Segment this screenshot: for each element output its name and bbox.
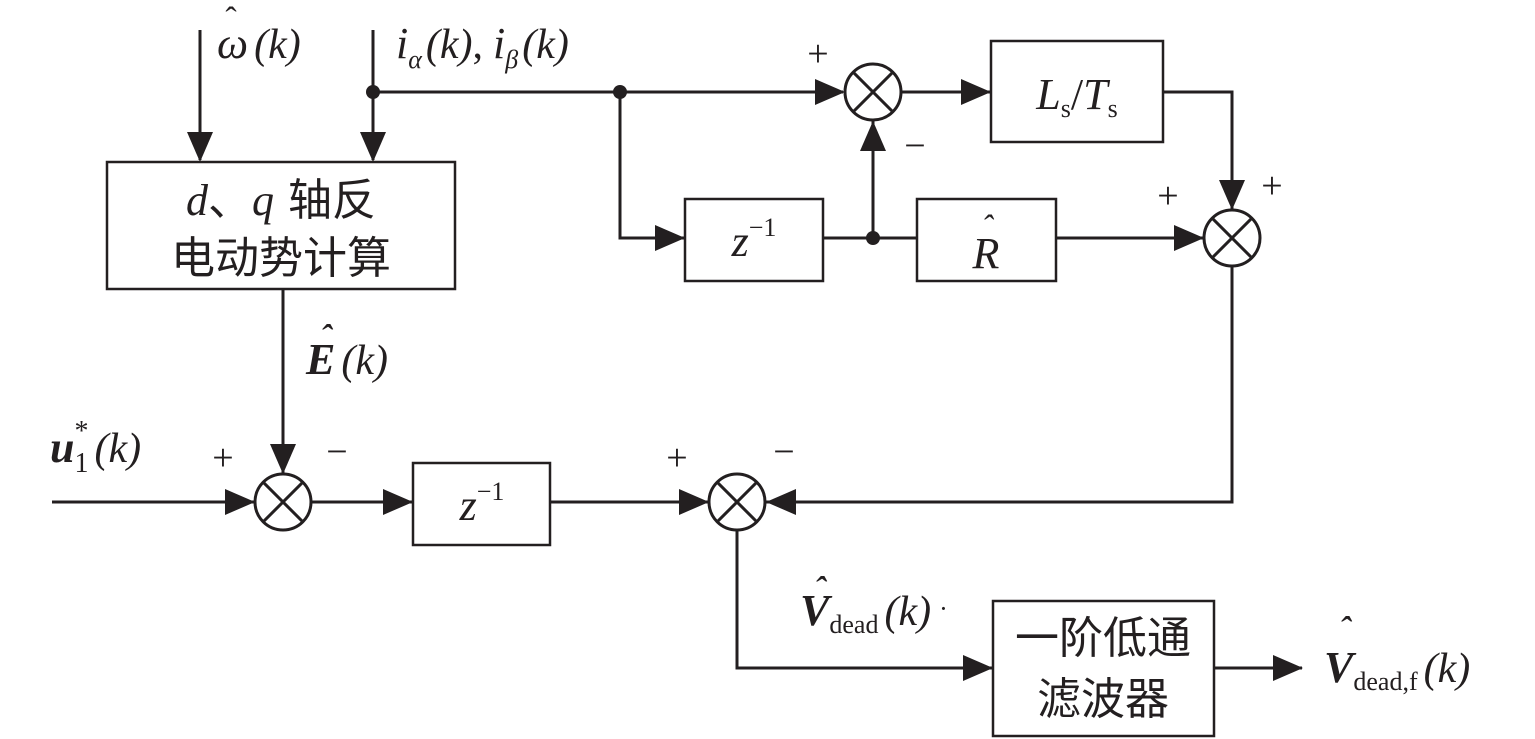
sum-junction-mid bbox=[707, 472, 767, 532]
emf-block-label-line2: 电动势计算 bbox=[171, 233, 391, 284]
arrow-lpf-output bbox=[1273, 655, 1303, 681]
wire-ls-to-right-sum bbox=[1163, 90, 1234, 209]
resistance-block bbox=[915, 197, 1058, 283]
arrow-into-mid-sum-right bbox=[766, 489, 796, 515]
uref-input-label: u*1(k) bbox=[50, 416, 141, 479]
junction-dot-current-split bbox=[366, 85, 380, 99]
arrow-into-right-sum-left bbox=[1174, 225, 1204, 251]
omega-hat: ˆ bbox=[225, 1, 237, 38]
sum-junction-right bbox=[1202, 208, 1262, 268]
arrow-into-ls-block bbox=[961, 79, 991, 105]
sign-right-sum-plus-top: + bbox=[1261, 165, 1282, 207]
vdead-hat: ˆ bbox=[814, 571, 827, 608]
arrow-into-delay-top bbox=[655, 225, 685, 251]
resistance-label: R bbox=[972, 229, 1000, 278]
ls-over-ts-label: Ls/Ts bbox=[1035, 70, 1117, 123]
wire-branch-to-delay bbox=[618, 92, 684, 240]
sign-mid-sum-minus: − bbox=[773, 431, 794, 473]
vdead-f-hat: ˆ bbox=[1339, 611, 1352, 648]
lowpass-label-line2: 滤波器 bbox=[1037, 674, 1169, 725]
wire-mid-sum-to-lpf bbox=[735, 531, 992, 670]
junction-dot-delay-out bbox=[866, 231, 880, 245]
vdead-f-output-label: Vdead,f(k) bbox=[1324, 643, 1470, 696]
emf-signal-label: E(k) bbox=[305, 335, 388, 384]
arrow-into-top-sum-minus bbox=[860, 121, 886, 151]
delay-top-label: z−1 bbox=[731, 213, 777, 266]
arrow-into-right-sum-top bbox=[1219, 180, 1245, 210]
omega-input-label: ω(k) bbox=[217, 19, 301, 68]
ls-over-ts-block bbox=[989, 39, 1165, 144]
sum-junction-left bbox=[253, 472, 313, 532]
arrow-into-top-sum bbox=[815, 79, 845, 105]
sign-right-sum-plus-left: + bbox=[1157, 175, 1178, 217]
delay-block-bottom bbox=[411, 461, 552, 547]
arrow-omega-into-block bbox=[187, 132, 213, 162]
emf-calc-block bbox=[105, 160, 457, 291]
wire-right-sum-feedback bbox=[766, 267, 1234, 504]
arrow-into-lpf bbox=[963, 655, 993, 681]
sum-junction-top bbox=[843, 62, 903, 122]
lowpass-filter-block bbox=[991, 599, 1216, 738]
arrow-into-left-sum bbox=[225, 489, 255, 515]
sign-left-sum-plus: + bbox=[212, 437, 233, 479]
vdead-signal-label: Vdead(k)· bbox=[800, 586, 948, 639]
sign-mid-sum-plus: + bbox=[666, 437, 687, 479]
arrow-current-into-block bbox=[360, 132, 386, 162]
sign-top-sum-minus: − bbox=[904, 125, 925, 167]
delay-block-top bbox=[683, 197, 825, 283]
junction-dot-bus-branch bbox=[613, 85, 627, 99]
resistance-hat: ˆ bbox=[981, 209, 994, 246]
arrow-into-left-sum-top bbox=[270, 444, 296, 474]
emf-hat: ˆ bbox=[320, 319, 333, 356]
sign-top-sum-plus: + bbox=[807, 33, 828, 75]
lowpass-label-line1: 一阶低通 bbox=[1015, 613, 1191, 664]
arrowheads bbox=[187, 79, 1303, 681]
delay-bottom-label: z−1 bbox=[459, 477, 505, 530]
arrow-into-mid-sum-left bbox=[679, 489, 709, 515]
current-input-label: iα(k),iβ(k) bbox=[396, 19, 569, 74]
arrow-into-delay-bottom bbox=[383, 489, 413, 515]
sign-left-sum-minus: − bbox=[326, 431, 347, 473]
emf-block-label-line1: d、q 轴反 bbox=[186, 175, 376, 226]
